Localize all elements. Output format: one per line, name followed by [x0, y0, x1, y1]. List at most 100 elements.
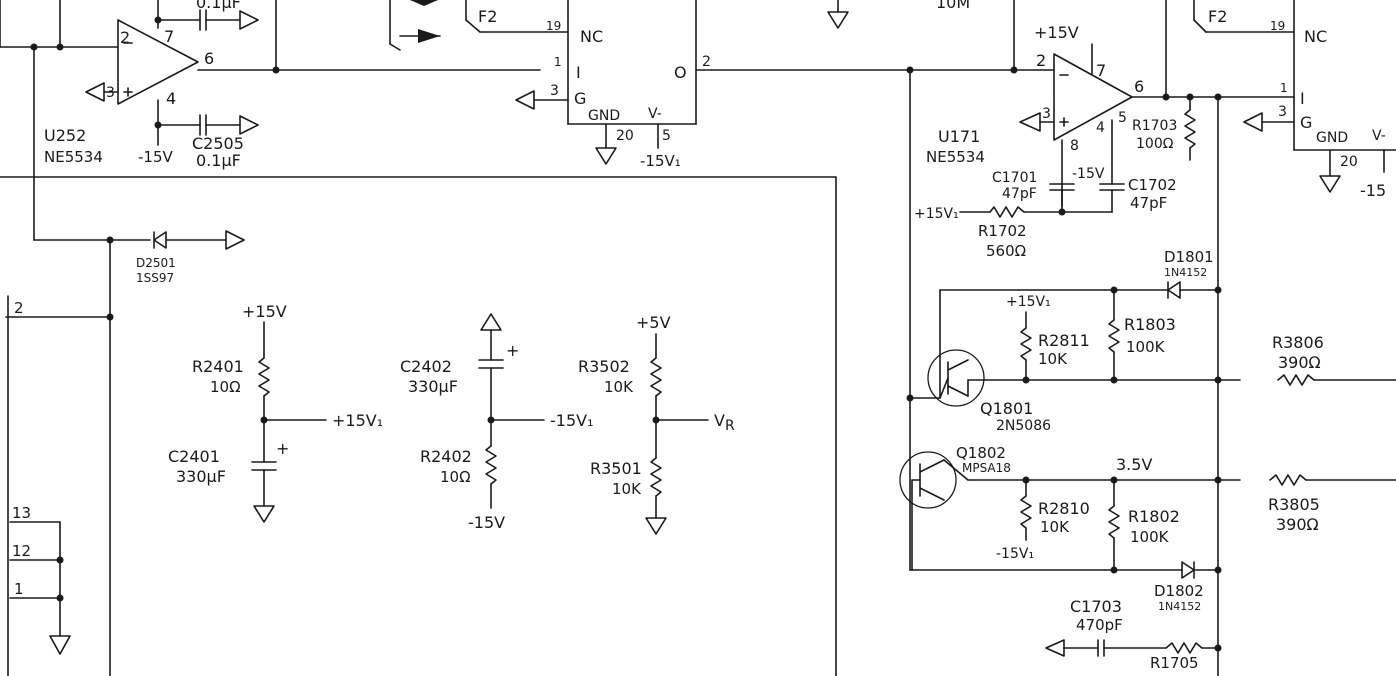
ic-right [1193, 0, 1396, 193]
r3502-value: 10K [604, 378, 634, 396]
ic-mid-vminus: V- [648, 106, 662, 122]
r2401-value: 10Ω [210, 378, 241, 396]
ic-mid-gnd: GND [588, 108, 620, 124]
voltage-3-5v: 3.5V [1116, 455, 1152, 474]
r1703-value: 100Ω [1136, 136, 1174, 152]
ic-mid-supply: -15V₁ [640, 152, 681, 170]
u171-wiring [906, 0, 1295, 676]
r2401-ref: R2401 [192, 357, 244, 376]
r1703-ref: R1703 [1132, 118, 1177, 134]
u252-opamp [117, 19, 199, 105]
u252-pin6: 6 [204, 49, 214, 68]
ps3-supply: +5V [636, 313, 671, 332]
u171-opamp [1053, 53, 1133, 141]
ic-right-vminus: V- [1372, 128, 1386, 144]
ic-middle [389, 0, 1015, 165]
u171-pin6: 6 [1134, 77, 1144, 96]
u252-part: NE5534 [44, 148, 103, 166]
r2402-ref: R2402 [420, 447, 472, 466]
ic-right-i: I [1300, 89, 1305, 108]
ic-right-pin20: 20 [1340, 154, 1358, 170]
d1802-ref: D1802 [1154, 582, 1204, 600]
ic-right-supply: -15 [1360, 181, 1386, 200]
r3805-ref: R3805 [1268, 495, 1320, 514]
c2401-value: 330µF [176, 467, 226, 486]
r2810-value: 10K [1040, 518, 1070, 536]
u171-supply: +15V [1034, 23, 1079, 42]
cap-top-left-value: 0.1µF [196, 0, 241, 12]
q1802-ref: Q1802 [956, 444, 1006, 462]
connector-pin-12: 12 [12, 542, 31, 560]
r3806-ref: R3806 [1272, 333, 1324, 352]
q1801-part: 2N5086 [996, 418, 1051, 434]
ic-mid-g: G [574, 89, 586, 108]
r2811-ref: R2811 [1038, 331, 1090, 350]
u252-pin7: 7 [164, 27, 174, 46]
c1703-section [1045, 639, 1222, 657]
ps1-supply: +15V [242, 302, 287, 321]
ps3-circuit [645, 333, 709, 535]
c2402-plus: + [506, 341, 519, 360]
ic-mid-o: O [674, 63, 687, 82]
top-ground [827, 0, 849, 29]
u252-supply: -15V [138, 148, 173, 166]
u171-pin7: 7 [1096, 61, 1106, 80]
c2402-value: 330µF [408, 377, 458, 396]
ic-right-g: G [1300, 113, 1312, 132]
connector-pin-1: 1 [14, 580, 24, 598]
ic-mid-pin2: 2 [702, 54, 711, 70]
r1802-value: 100K [1130, 528, 1170, 546]
r3502-ref: R3502 [578, 357, 630, 376]
q1801-transistor [927, 349, 985, 407]
ic-mid-pin3: 3 [550, 83, 559, 99]
connector-left [9, 521, 71, 655]
u171-pin2: 2 [1036, 51, 1046, 70]
d2501-part: 1SS97 [136, 271, 174, 285]
c2505-value: 0.1µF [196, 151, 241, 170]
ic-mid-f2: F2 [478, 7, 497, 26]
ps1-circuit [251, 321, 327, 523]
q-supply-neg: -15V₁ [996, 546, 1034, 562]
ic-right-pin1: 1 [1280, 81, 1288, 95]
ic-right-pin19: 19 [1270, 19, 1285, 33]
u171-pin4: 4 [1096, 120, 1105, 136]
ic-mid-nc: NC [580, 27, 603, 46]
c2401-ref: C2401 [168, 447, 220, 466]
ic-right-nc: NC [1304, 27, 1327, 46]
q1802-part: MPSA18 [962, 461, 1011, 475]
u252-pin3: 3 [106, 85, 115, 101]
top-10m: 10M [936, 0, 970, 12]
ps1-output: +15V₁ [332, 411, 383, 430]
q1801-ref: Q1801 [980, 399, 1033, 418]
u171-neg-supply: -15V [1072, 166, 1105, 182]
d1801-ref: D1801 [1164, 248, 1214, 266]
r3501-value: 10K [612, 480, 642, 498]
module-border [0, 176, 837, 676]
ic-right-gnd: GND [1316, 130, 1348, 146]
u171-pin5: 5 [1118, 110, 1127, 126]
d1801-part: 1N4152 [1164, 266, 1207, 279]
c1703-ref: C1703 [1070, 597, 1122, 616]
ic-mid-pin20: 20 [616, 128, 634, 144]
c1702-ref: C1702 [1128, 176, 1177, 194]
r1702-ref: R1702 [978, 222, 1027, 240]
c2401-plus: + [276, 439, 289, 458]
r1702-supply: +15V₁ [914, 206, 959, 222]
ic-right-pin3: 3 [1278, 104, 1287, 120]
r3805-value: 390Ω [1276, 515, 1319, 534]
c2402-ref: C2402 [400, 357, 452, 376]
r2811-value: 10K [1038, 350, 1068, 368]
c1703-value: 470pF [1076, 616, 1123, 634]
connector-pin-13: 13 [12, 504, 31, 522]
ps2-circuit [478, 313, 545, 509]
q-supply-pos: +15V₁ [1006, 294, 1051, 310]
r2402-value: 10Ω [440, 468, 471, 486]
r1803-value: 100K [1126, 338, 1166, 356]
u171-part: NE5534 [926, 148, 985, 166]
u252-pin2: 2 [120, 28, 130, 47]
r1705-ref: R1705 [1150, 654, 1199, 672]
r1702-value: 560Ω [986, 242, 1026, 260]
connector-pin-2: 2 [14, 299, 24, 317]
u252-ref: U252 [44, 126, 86, 145]
